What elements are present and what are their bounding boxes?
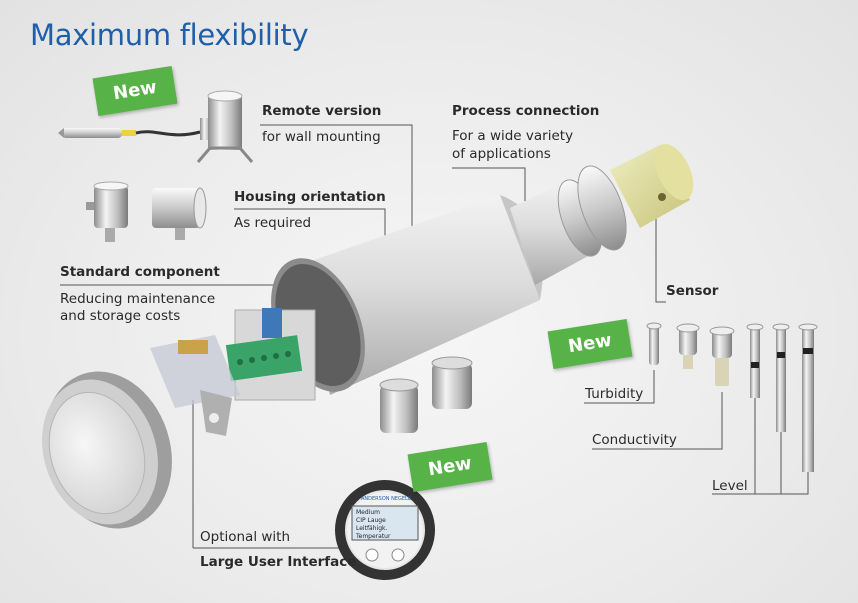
display-line-1: Medium (356, 509, 380, 516)
cover-ring (42, 371, 172, 529)
label-housing-desc: As required (234, 215, 312, 231)
label-level: Level (712, 478, 748, 494)
large-user-interface: ANDERSON NEGELE Medium CIP Lauge Leitfäh… (335, 480, 435, 580)
display-line-4: Temperatur (355, 533, 391, 540)
leader-lines (60, 124, 809, 549)
label-remote-desc: for wall mounting (262, 129, 381, 145)
page-title: Maximum flexibility (30, 18, 309, 52)
label-process-title: Process connection (452, 103, 600, 119)
housing-orientation-illustration (86, 181, 207, 242)
terminal-block (225, 308, 316, 401)
display-line-3: Leitfähigk. (356, 525, 387, 532)
label-remote-title: Remote version (262, 103, 382, 119)
label-standard-desc-2: and storage costs (60, 308, 181, 324)
display-brand: ANDERSON NEGELE (361, 496, 411, 502)
display-line-2: CIP Lauge (356, 517, 386, 524)
sensor-probes (646, 322, 818, 472)
remote-version-illustration (58, 90, 254, 163)
display-module-bracket (150, 335, 240, 436)
label-standard-desc-1: Reducing maintenance (60, 291, 216, 307)
label-process-desc-2: of applications (452, 146, 551, 162)
label-process-desc-1: For a wide variety (452, 128, 574, 144)
label-sensor: Sensor (666, 283, 719, 299)
label-large-ui: Large User Interface (200, 554, 357, 570)
label-conductivity: Conductivity (592, 432, 677, 448)
label-optional: Optional with (200, 529, 291, 545)
label-standard-title: Standard component (60, 264, 220, 280)
label-housing-title: Housing orientation (234, 189, 386, 205)
label-turbidity: Turbidity (585, 386, 644, 402)
